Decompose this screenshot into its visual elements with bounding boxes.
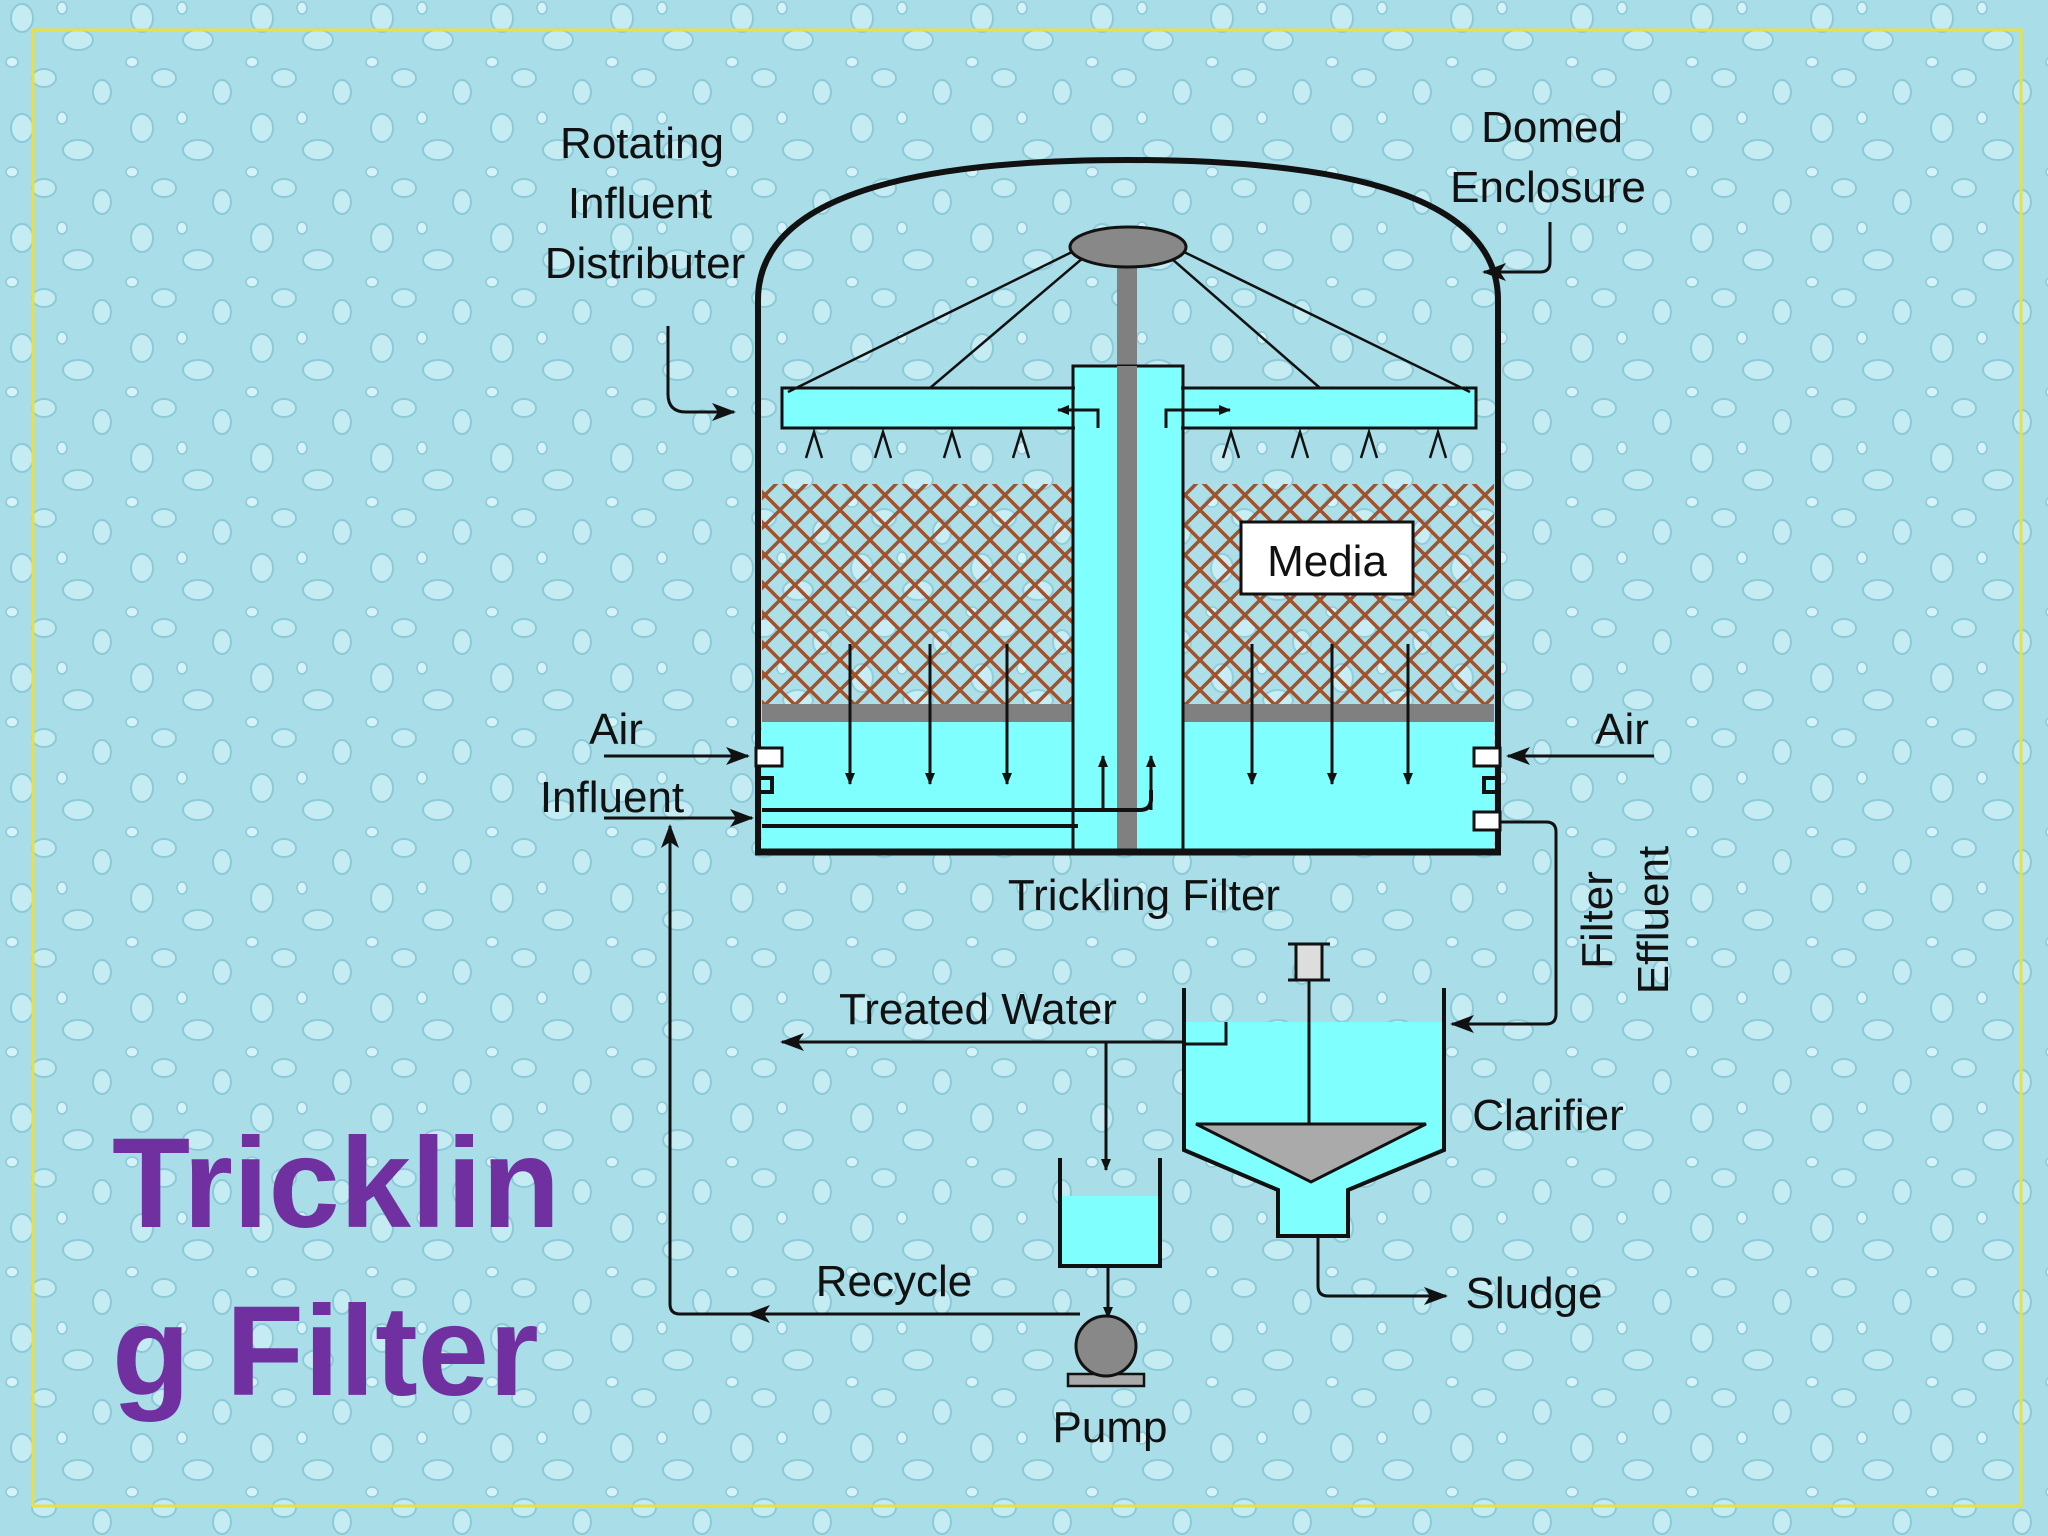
spray-nozzles: [804, 427, 1448, 459]
influent-pipe: [762, 790, 1153, 828]
label-media: Media: [1267, 537, 1387, 586]
slide-title-line-1: Tricklin: [112, 1112, 561, 1255]
slide-border: [31, 28, 2023, 1508]
flow-lines: [604, 222, 1654, 1323]
clarifier-cone: [1195, 1122, 1427, 1184]
label-enclosure: Enclosure: [1450, 163, 1646, 212]
label-domed: Domed: [1481, 103, 1623, 152]
label-clarifier: Clarifier: [1472, 1091, 1624, 1140]
arm-flow-arrows: [1057, 405, 1231, 428]
label-pump: Pump: [1053, 1403, 1168, 1452]
slide-title: Tricklin g Filter: [112, 1100, 632, 1436]
label-treated-water: Treated Water: [839, 985, 1117, 1034]
label-air-left: Air: [589, 705, 643, 754]
air-port-left: [754, 746, 784, 794]
label-sludge: Sludge: [1465, 1269, 1602, 1318]
slide-title-line-2: g Filter: [112, 1280, 539, 1423]
pump-icon: [1074, 1314, 1138, 1378]
wet-well: [1058, 1158, 1162, 1268]
label-influent-distributor: Influent: [568, 179, 712, 228]
label-air-right: Air: [1595, 705, 1649, 754]
label-recycle: Recycle: [816, 1257, 973, 1306]
distributor-support-wires: [787, 248, 1471, 394]
trickle-arrows: [845, 644, 1413, 785]
clarifier-weir: [1184, 1022, 1228, 1046]
wet-well-water: [1062, 1196, 1158, 1266]
label-effluent: Effluent: [1629, 846, 1678, 994]
media-label-box: [1239, 520, 1415, 596]
rotating-head: [1068, 225, 1188, 269]
label-filter: Filter: [1573, 871, 1622, 969]
label-trickling-filter: Trickling Filter: [1008, 871, 1280, 920]
central-shaft: [1117, 250, 1137, 852]
label-distributer: Distributer: [545, 239, 746, 288]
label-influent: Influent: [540, 773, 684, 822]
label-rotating: Rotating: [560, 119, 724, 168]
domed-enclosure: [755, 156, 1501, 852]
clarifier-tank: [1182, 988, 1446, 1238]
